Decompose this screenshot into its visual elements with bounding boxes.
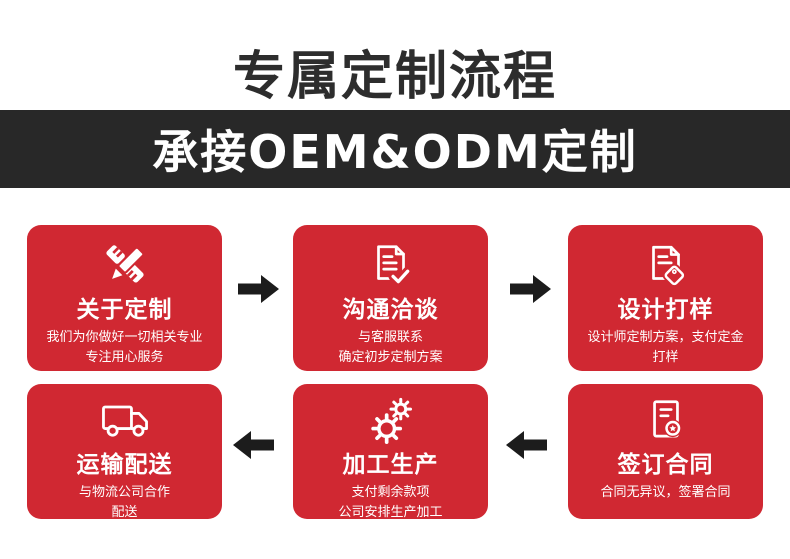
step-desc-line: 设计师定制方案，支付定金	[587, 330, 744, 345]
arrow-left-icon	[233, 431, 274, 459]
step-card-communication: 沟通洽谈 与客服联系 确定初步定制方案	[293, 225, 488, 371]
arrow-left-icon	[506, 431, 547, 459]
step-desc-line: 打样	[652, 350, 679, 365]
step-desc-line: 与客服联系	[357, 330, 423, 345]
document-tag-icon	[641, 240, 691, 292]
banner: 承接OEM&ODM定制	[0, 110, 790, 188]
banner-text: 承接OEM&ODM定制	[152, 125, 638, 179]
step-card-production: 加工生产 支付剩余款项 公司安排生产加工	[293, 384, 488, 520]
step-description: 合同无异议，签署合同	[600, 483, 730, 503]
document-check-icon	[366, 240, 416, 292]
step-desc-line: 公司安排生产加工	[338, 505, 443, 520]
step-card-sign-contract: 签订合同 合同无异议，签署合同	[568, 384, 763, 519]
step-title: 关于定制	[76, 297, 173, 323]
step-title: 沟通洽谈	[342, 297, 439, 323]
step-desc-line: 与物流公司合作	[78, 485, 170, 500]
step-title: 运输配送	[76, 452, 173, 478]
step-card-about-customization: 关于定制 我们为你做好一切相关专业 专注用心服务	[27, 225, 222, 371]
step-title: 加工生产	[342, 452, 439, 478]
step-description: 支付剩余款项 公司安排生产加工	[338, 483, 442, 523]
gears-icon	[365, 395, 417, 447]
step-card-delivery: 运输配送 与物流公司合作 配送	[27, 384, 222, 520]
arrow-right-icon	[238, 275, 279, 303]
truck-icon	[97, 395, 153, 447]
arrow-right-icon	[510, 275, 551, 303]
step-description: 与物流公司合作 配送	[79, 483, 170, 523]
step-description: 与客服联系 确定初步定制方案	[338, 328, 442, 368]
page-title: 专属定制流程	[232, 47, 557, 107]
step-desc-line: 专注用心服务	[85, 350, 164, 365]
step-description: 设计师定制方案，支付定金 打样	[587, 328, 743, 368]
step-desc-line: 确定初步定制方案	[338, 350, 443, 365]
step-title: 设计打样	[617, 297, 714, 323]
contract-seal-icon	[641, 395, 691, 447]
step-description: 我们为你做好一切相关专业 专注用心服务	[46, 328, 202, 368]
step-desc-line: 合同无异议，签署合同	[600, 485, 731, 500]
step-card-design-sampling: 设计打样 设计师定制方案，支付定金 打样	[568, 225, 763, 371]
step-desc-line: 配送	[111, 505, 138, 520]
step-desc-line: 我们为你做好一切相关专业	[46, 330, 203, 345]
step-desc-line: 支付剩余款项	[351, 485, 430, 500]
design-tools-icon	[100, 240, 150, 292]
step-title: 签订合同	[617, 452, 714, 478]
